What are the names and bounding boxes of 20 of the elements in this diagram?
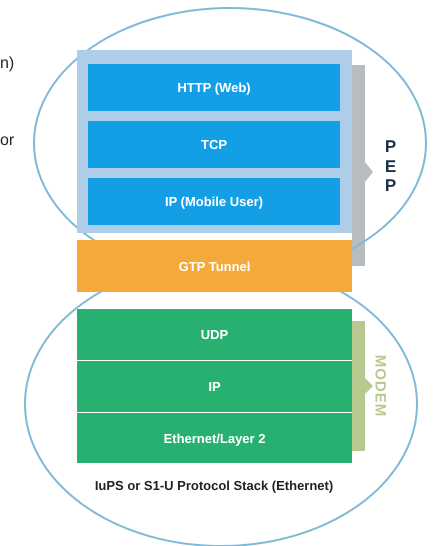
stack-caption: IuPS or S1-U Protocol Stack (Ethernet)	[94, 478, 334, 493]
protocol-layer	[88, 121, 340, 168]
stack-panel	[77, 50, 352, 233]
side-label: MODEM	[372, 354, 388, 418]
layer-label: UDP	[200, 327, 228, 342]
protocol-layer	[88, 178, 340, 225]
protocol-layer	[77, 361, 352, 412]
cut-off-text: n)	[0, 55, 14, 73]
layer-label: IP (Mobile User)	[164, 194, 263, 209]
layer-label: TCP	[201, 137, 227, 152]
layer-label: HTTP (Web)	[177, 80, 251, 95]
protocol-layer	[77, 413, 352, 463]
protocol-layer	[88, 64, 340, 111]
layer-label: GTP Tunnel	[178, 258, 250, 274]
cut-off-text: or	[0, 132, 14, 150]
protocol-layer	[77, 240, 352, 292]
side-label: PEP	[384, 137, 398, 196]
protocol-layer	[77, 309, 352, 360]
layer-label: Ethernet/Layer 2	[164, 430, 266, 446]
layer-label: IP	[208, 379, 221, 394]
